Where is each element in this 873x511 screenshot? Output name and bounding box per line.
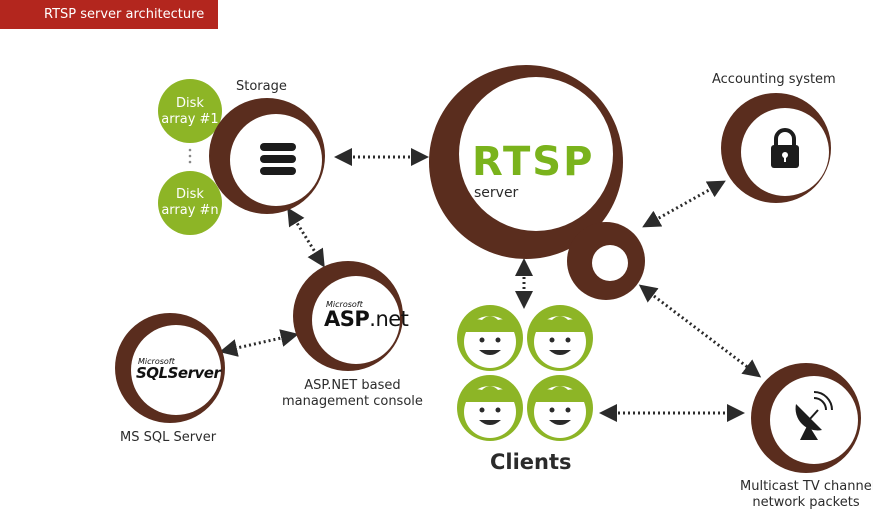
aspnet-node: [293, 261, 403, 371]
rtsp-subtitle: server: [474, 185, 519, 201]
storage-label: Storage: [236, 79, 287, 94]
connector-rtsp-accounting: [642, 180, 726, 228]
accounting-label: Accounting system: [712, 72, 836, 87]
multicast-label: Multicast TV channel network packets: [740, 479, 873, 511]
disk-array-1-label: Disk array #1: [158, 96, 222, 128]
aspnet-label-line1: ASP.NET based: [304, 378, 401, 393]
smiley-face-icon: [457, 375, 523, 441]
database-icon: [260, 143, 296, 175]
disk-array-n-label: Disk array #n: [158, 187, 222, 219]
aspnet-logo-main: ASP: [324, 307, 370, 331]
disk-array-n-node: [158, 171, 222, 235]
connectors: [219, 148, 762, 422]
mssql-logo: SQLServer: [136, 364, 221, 382]
connector-rtsp-multicast: [638, 284, 762, 378]
mssql-node: [115, 313, 225, 423]
disk-array-n-line2: array #n: [161, 203, 219, 218]
diagram-title: RTSP server architecture: [0, 0, 218, 29]
rtsp-server-node: [429, 65, 645, 300]
multicast-node: [751, 363, 861, 473]
disk-dots: [188, 148, 192, 164]
disk-array-n-line1: Disk: [176, 187, 204, 202]
smiley-face-icon: [527, 305, 593, 371]
disk-array-1-node: [158, 79, 222, 143]
aspnet-logo-suffix: .net: [369, 307, 409, 331]
multicast-label-line2: network packets: [752, 495, 860, 510]
aspnet-label-line2: management console: [282, 394, 423, 409]
mssql-logo-small: Microsoft: [138, 357, 175, 366]
aspnet-logo-small: Microsoft: [326, 300, 363, 309]
aspnet-logo: ASP.net: [324, 307, 409, 331]
rtsp-title: RTSP: [472, 139, 595, 185]
connector-aspnet-mssql: [219, 329, 299, 357]
accounting-node: [721, 93, 831, 203]
mssql-label: MS SQL Server: [120, 430, 217, 445]
smiley-face-icon: [457, 305, 523, 371]
lock-icon: [771, 128, 799, 168]
satellite-dish-icon: [795, 391, 833, 440]
storage-node: [209, 98, 325, 214]
aspnet-label: ASP.NET based management console: [282, 378, 423, 410]
clients-label: Clients: [490, 450, 572, 474]
connector-storage-aspnet: [287, 207, 325, 268]
disk-array-1-line2: array #1: [161, 112, 219, 127]
clients-group: [457, 305, 593, 441]
smiley-face-icon: [527, 375, 593, 441]
disk-array-1-line1: Disk: [176, 96, 204, 111]
multicast-label-line1: Multicast TV channel: [740, 479, 873, 494]
